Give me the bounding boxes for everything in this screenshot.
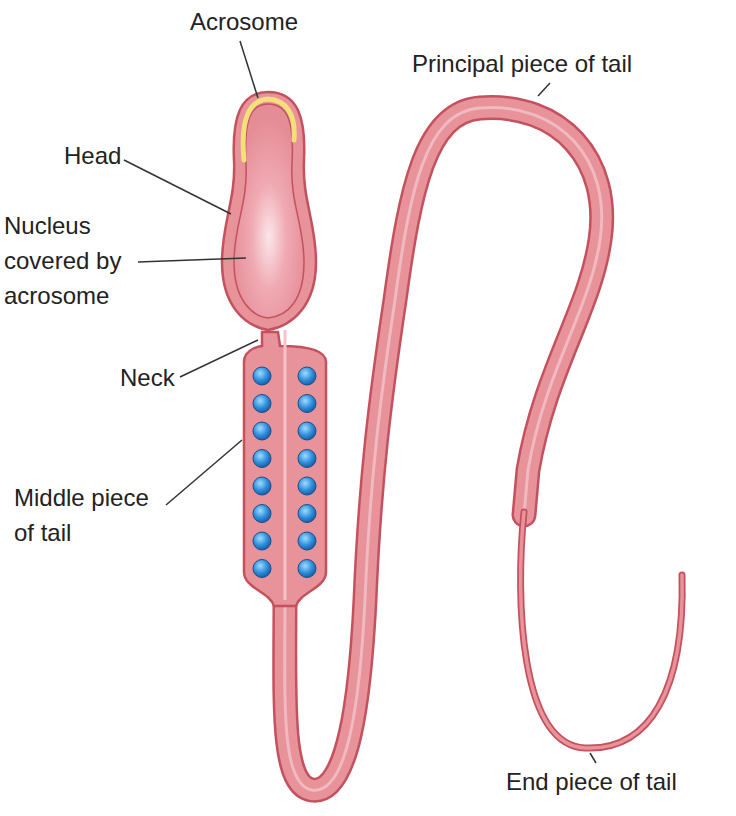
mitochondrion: [298, 395, 316, 413]
part-label: Head: [64, 138, 121, 173]
mitochondrion: [298, 367, 316, 385]
leader-line: [538, 83, 550, 96]
acrosome-cap: [243, 99, 294, 160]
axial-filament: [285, 108, 602, 791]
mitochondrion: [298, 477, 316, 495]
leader-line: [166, 440, 242, 505]
axoneme: [284, 330, 287, 600]
mitochondrion: [298, 560, 316, 578]
part-label: Neck: [120, 360, 175, 395]
part-label: Nucleus covered by acrosome: [4, 208, 154, 313]
mitochondrion: [298, 450, 316, 468]
head: [222, 92, 316, 330]
middle-piece: [244, 330, 326, 606]
mitochondrion: [253, 477, 271, 495]
leader-line: [180, 340, 258, 377]
leader-line: [138, 258, 246, 262]
mitochondrion: [298, 532, 316, 550]
leader-lines: [124, 41, 596, 763]
leader-line: [240, 41, 258, 98]
tail: [285, 108, 682, 791]
mitochondrion: [253, 395, 271, 413]
end-piece-outline: [521, 512, 683, 748]
part-label: End piece of tail: [506, 764, 677, 799]
principal-piece: [285, 108, 602, 791]
mitochondrion: [253, 367, 271, 385]
leader-line: [124, 160, 231, 214]
part-label: Middle piece of tail: [14, 480, 164, 550]
mitochondrion: [253, 422, 271, 440]
mitochondrion: [298, 505, 316, 523]
mitochondrion: [298, 422, 316, 440]
end-piece: [521, 512, 683, 748]
mitochondrion: [253, 505, 271, 523]
leader-line: [590, 753, 596, 763]
part-label: Acrosome: [190, 4, 298, 39]
mitochondrion: [253, 532, 271, 550]
mitochondrion: [253, 560, 271, 578]
mitochondrion: [253, 450, 271, 468]
part-label: Principal piece of tail: [412, 46, 632, 81]
head-outline: [222, 92, 316, 330]
principal-piece-outline: [285, 108, 602, 791]
mitochondria: [253, 367, 316, 578]
